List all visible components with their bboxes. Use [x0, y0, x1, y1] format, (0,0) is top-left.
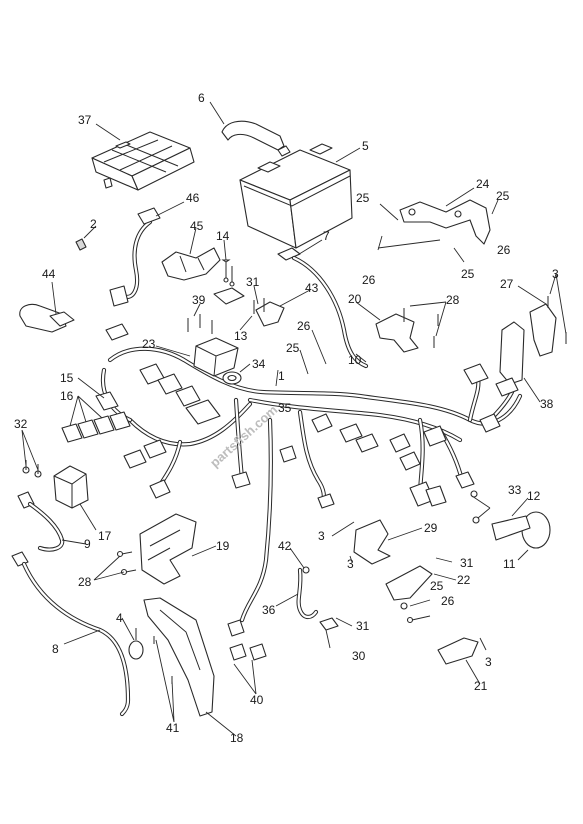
callout-25: 25: [286, 341, 300, 355]
bracket-22: [385, 565, 433, 624]
bracket-29: [353, 519, 391, 565]
callout-26: 26: [362, 273, 376, 287]
callout-7: 7: [323, 229, 330, 243]
starter-lead-9: [17, 491, 65, 552]
relays-15-16: [61, 391, 131, 443]
callout-29: 29: [424, 521, 438, 535]
callout-21: 21: [474, 679, 488, 693]
callout-38: 38: [540, 397, 554, 411]
callout-11: 11: [503, 557, 516, 571]
callout-34: 34: [252, 357, 266, 371]
callout-19: 19: [216, 539, 230, 553]
callout-4: 4: [116, 611, 123, 625]
callout-44: 44: [42, 267, 56, 281]
callout-18: 18: [230, 731, 244, 745]
callout-30: 30: [352, 649, 366, 663]
bracket-21: [437, 637, 479, 665]
screws-33: [470, 490, 480, 524]
bracket-20: [375, 308, 439, 353]
earth-lead-8: [11, 551, 131, 717]
ecu-bracket-19: [139, 513, 197, 585]
harness-lead-46: [109, 207, 161, 307]
callout-8: 8: [52, 642, 59, 656]
callout-31: 31: [460, 556, 474, 570]
terminal-cap-4: [128, 628, 144, 660]
callout-6: 6: [198, 91, 205, 105]
callout-16: 16: [60, 389, 74, 403]
callout-36: 36: [262, 603, 276, 617]
horn: [491, 511, 551, 549]
callout-33: 33: [508, 483, 522, 497]
callout-43: 43: [305, 281, 319, 295]
screws-32: [22, 460, 42, 478]
screws-group: [187, 259, 285, 334]
callout-25: 25: [356, 191, 370, 205]
callout-31: 31: [356, 619, 370, 633]
callout-9: 9: [84, 537, 91, 551]
callout-42: 42: [278, 539, 292, 553]
bracket-27: [529, 296, 567, 357]
callout-17: 17: [98, 529, 112, 543]
callout-24: 24: [476, 177, 490, 191]
callout-25: 25: [461, 267, 475, 281]
fuse-box-tray: [91, 131, 195, 191]
battery-bracket: [399, 199, 491, 245]
connector-44: [19, 303, 75, 333]
callout-26: 26: [297, 319, 311, 333]
callout-1: 1: [278, 369, 285, 383]
callout-22: 22: [457, 573, 471, 587]
clip-30: [319, 617, 339, 631]
callout-25: 25: [430, 579, 444, 593]
bracket-18: [143, 597, 215, 717]
bracket-38: [499, 321, 525, 385]
callout-3: 3: [347, 557, 354, 571]
relay-23: [193, 337, 239, 377]
leader-lines: [21, 101, 567, 737]
sensor-lead-36: [296, 566, 319, 620]
callout-14: 14: [216, 229, 230, 243]
callout-13: 13: [234, 329, 248, 343]
callout-10: 10: [348, 353, 362, 367]
battery-lead-7: [277, 247, 369, 369]
screws-28: [116, 550, 137, 576]
callout-35: 35: [278, 401, 292, 415]
callout-32: 32: [14, 417, 28, 431]
callout-23: 23: [142, 337, 156, 351]
battery-strap: [221, 120, 291, 157]
callout-12: 12: [527, 489, 541, 503]
callout-39: 39: [192, 293, 206, 307]
callout-15: 15: [60, 371, 74, 385]
callout-45: 45: [190, 219, 204, 233]
callout-labels: 1 2 3 3 3 3 4 5 6 7 8 9 10 11 12 13 14 1…: [14, 91, 559, 745]
callout-5: 5: [362, 139, 369, 153]
main-wiring-harness: [101, 323, 523, 623]
callout-26: 26: [441, 594, 455, 608]
battery: [239, 143, 353, 249]
callout-25: 25: [496, 189, 510, 203]
fuse: [75, 238, 87, 251]
callout-3: 3: [552, 267, 559, 281]
relay-bracket: [161, 247, 221, 281]
callout-3: 3: [485, 655, 492, 669]
starter-solenoid: [53, 465, 89, 509]
callout-41: 41: [166, 721, 180, 735]
callout-26: 26: [497, 243, 511, 257]
callout-46: 46: [186, 191, 200, 205]
clip-34: [222, 371, 242, 385]
callout-2: 2: [90, 217, 97, 231]
clips-40: [227, 619, 267, 661]
callout-20: 20: [348, 292, 362, 306]
callout-28: 28: [446, 293, 460, 307]
callout-37: 37: [78, 113, 92, 127]
callout-28: 28: [78, 575, 92, 589]
callout-40: 40: [250, 693, 264, 707]
callout-27: 27: [500, 277, 514, 291]
callout-3: 3: [318, 529, 325, 543]
callout-31: 31: [246, 275, 260, 289]
